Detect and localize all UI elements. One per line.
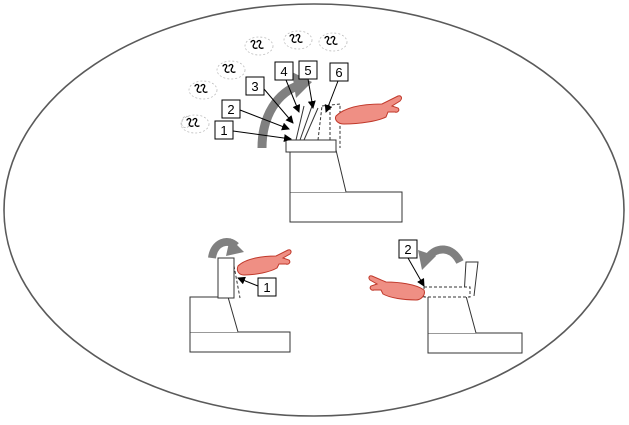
top-recliner [285,103,403,223]
label-box-1: 1 [214,120,234,140]
bottom-right-recliner [423,261,523,354]
label-box-2: 2 [221,99,241,119]
bottom-left-recliner [189,257,291,353]
top-number-labels: 1 2 3 4 5 6 [214,60,349,140]
label-box-3: 3 [245,76,265,96]
label-3: 3 [251,79,258,94]
squiggle-icons [181,33,338,128]
squiggle-icon [324,35,338,45]
label-box-6: 6 [329,62,349,82]
bottom-left-base [189,331,291,353]
bottom-right-seat [427,295,477,334]
label-2: 2 [227,102,234,117]
label-4: 4 [280,64,287,79]
squiggle-icon [181,115,200,128]
curved-arrow-head [226,238,244,256]
label-box-bottom-right: 2 [398,239,418,259]
label-box-bottom-left: 1 [257,277,277,297]
squiggle-icon [289,33,303,43]
top-recliner-base [289,191,403,223]
hand-icon [335,95,402,125]
hand-icon [236,249,292,276]
squiggle-icon [194,83,208,93]
squiggle-icon [250,39,264,49]
bottom-right-leader [407,257,425,287]
top-recliner-seat [289,149,347,193]
curved-arrow-head [418,250,436,270]
outer-ellipse [3,3,625,417]
top-recliner-armrest [285,139,337,153]
top-leader-arrows [232,78,339,143]
curved-arrow-icon [257,80,302,149]
label-1: 1 [220,123,227,138]
label-6: 6 [335,65,342,80]
squiggle-clouds [180,30,348,134]
label-5: 5 [304,63,311,78]
bottom-left-label: 1 [263,280,270,295]
squiggle-icon [222,63,236,73]
bottom-left-back [217,257,235,299]
label-box-4: 4 [274,61,294,81]
label-box-5: 5 [298,60,318,80]
bottom-right-label: 2 [404,242,411,257]
bottom-left-leader [237,276,259,287]
hand-icon [368,275,425,301]
bottom-left-seat [189,296,239,333]
bottom-right-base [427,332,523,354]
curved-arrow-head [292,72,312,98]
